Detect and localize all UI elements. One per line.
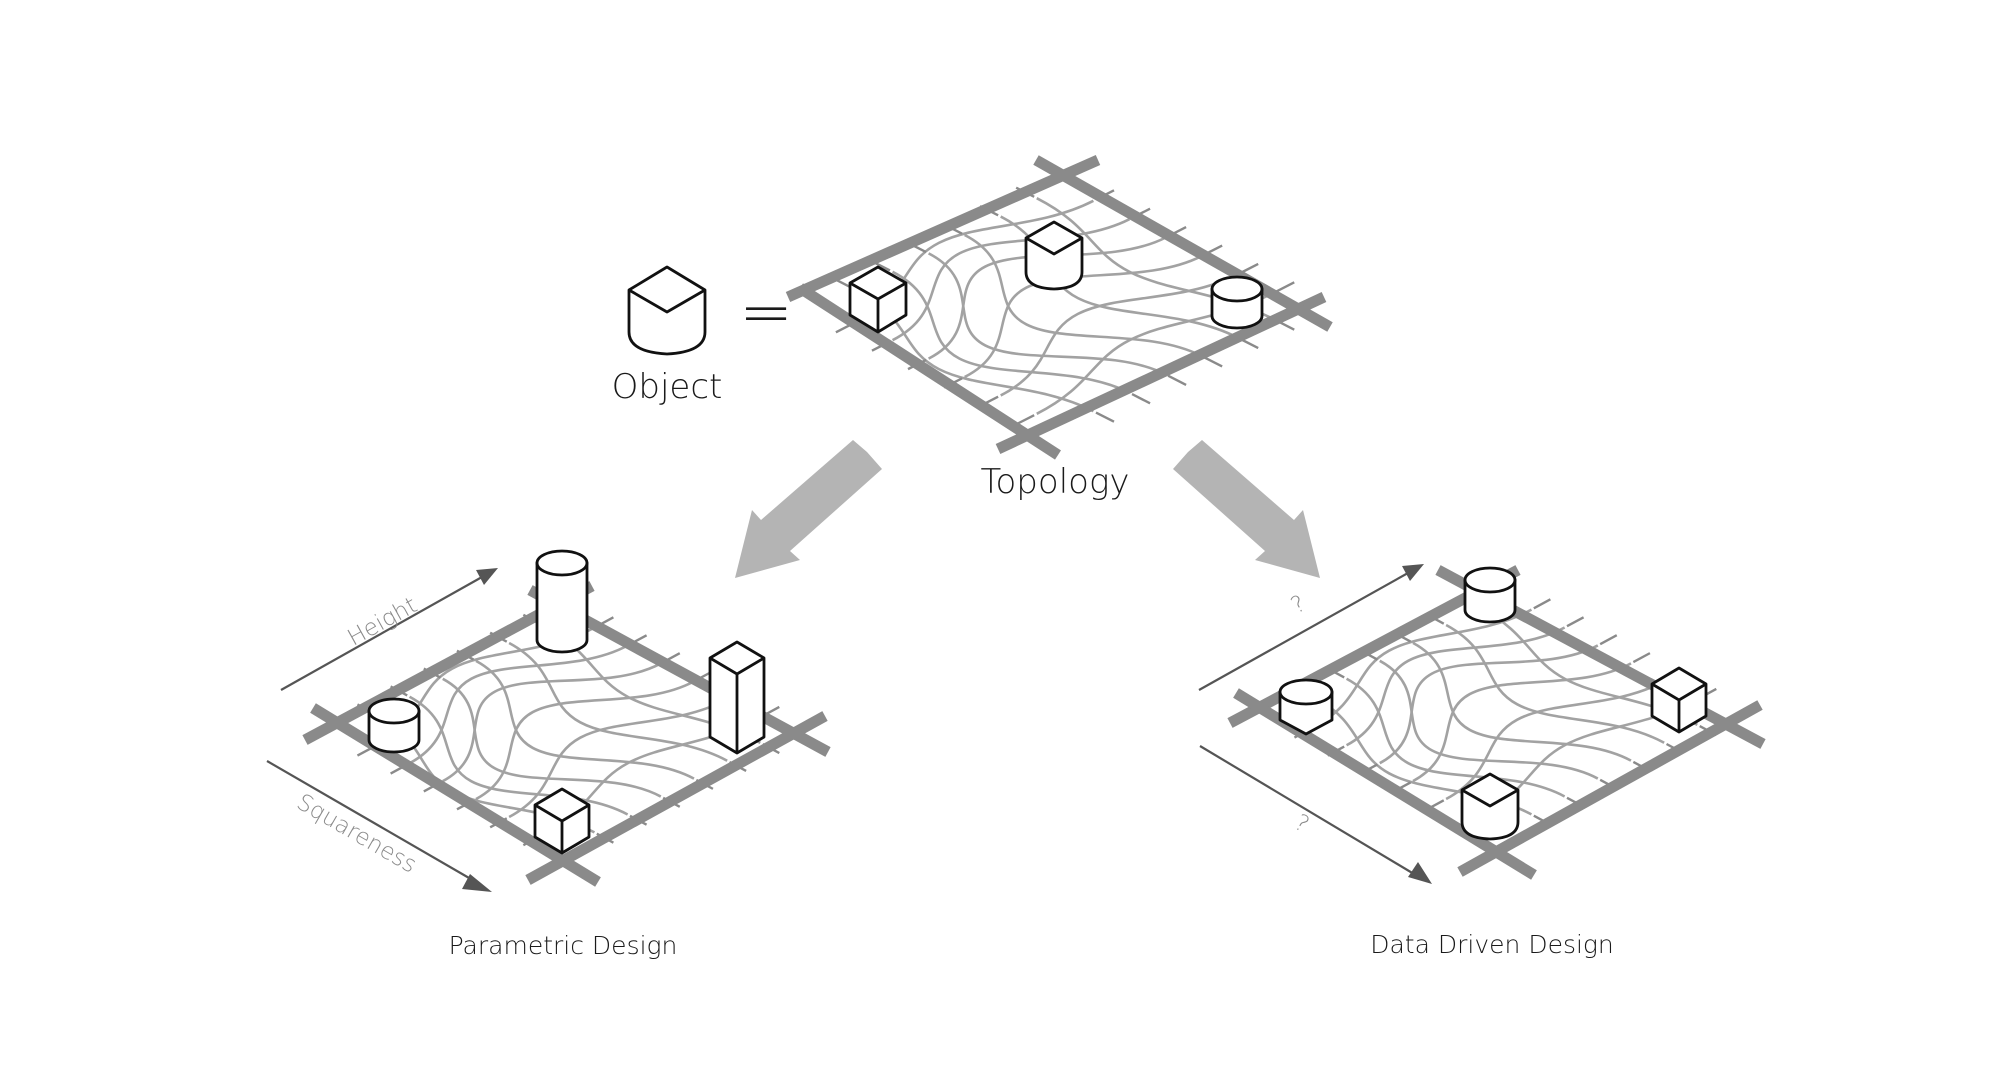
flow-arrow-right: [1173, 440, 1320, 578]
unknown-top-axis-label: ?: [1287, 591, 1310, 620]
flow-arrow-left: [735, 440, 882, 578]
data-driven-left-object: [1278, 678, 1334, 736]
parametric-cube: [533, 787, 591, 855]
topology-cube-object: [848, 265, 908, 334]
topology-rounded-object: [1024, 220, 1084, 291]
topology-cylinder-object: [1210, 275, 1264, 330]
parametric-design-label: Parametric Design: [449, 931, 678, 960]
unknown-top-axis: ?: [1198, 564, 1424, 691]
unknown-bottom-axis-label: ?: [1290, 810, 1314, 839]
data-driven-plate: ? ? Data Driven Design: [1199, 564, 1763, 959]
height-axis-label: Height: [343, 592, 421, 651]
parametric-tall-box: [708, 640, 766, 755]
object-definition: Object =: [612, 265, 793, 407]
data-driven-top-cylinder: [1463, 566, 1517, 624]
topology-plate: Topology: [784, 160, 1340, 502]
object-label: Object: [612, 367, 723, 407]
parametric-plate: Height Squareness Parametric Design: [267, 551, 828, 960]
topology-label: Topology: [981, 462, 1130, 502]
equals-sign: =: [739, 276, 793, 350]
data-driven-bottom-object: [1460, 772, 1520, 841]
squareness-axis: Squareness: [266, 760, 492, 892]
parametric-tall-cylinder: [535, 549, 589, 654]
height-axis: Height: [280, 568, 498, 691]
object-icon: [627, 265, 707, 356]
squareness-axis-label: Squareness: [292, 789, 421, 878]
parametric-short-cylinder: [367, 697, 421, 754]
data-driven-right-cube: [1650, 666, 1708, 734]
unknown-bottom-axis: ?: [1199, 745, 1432, 884]
data-driven-design-label: Data Driven Design: [1370, 930, 1614, 959]
